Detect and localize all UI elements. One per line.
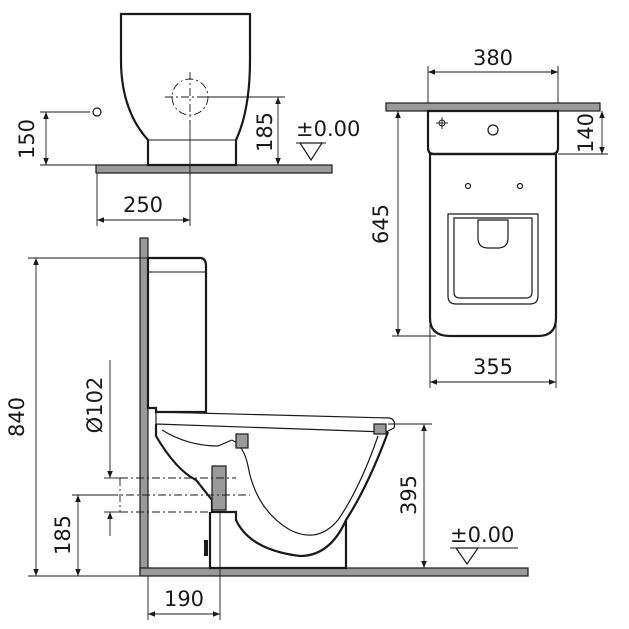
top-view: 380 140 645 355 [369,46,608,388]
rear-level-triangle [298,142,324,162]
side-bowl-outer [154,424,390,558]
top-wall-slab [385,102,601,112]
rear-bowl-outline [119,12,252,167]
side-view: 840 Ø102 185 395 ±0.00 190 [5,237,529,620]
top-seat-inner [453,217,533,299]
top-hinge-right [516,182,524,190]
top-cistern-outline [426,109,560,156]
rear-view: 150 185 ±0.00 250 [15,12,360,226]
side-840-label: 840 [5,397,29,437]
rear-250-label: 250 [123,193,163,217]
side-front-rim-section [373,423,387,435]
side-rim-section [235,433,249,449]
top-flush-button [487,124,499,136]
side-bowl-inner [231,435,379,536]
side-bowl-base [208,512,348,570]
top-140-label: 140 [574,113,598,153]
side-fixing-bolt [204,540,208,556]
top-645-label: 645 [369,204,393,244]
side-level-label: ±0.00 [450,523,514,547]
top-355-label: 355 [473,355,513,379]
top-bowl-opening [477,219,509,249]
rear-floor-slab [95,164,333,174]
side-102-label: Ø102 [83,377,107,434]
side-level-triangle [454,547,480,566]
rear-185-label: 185 [253,112,277,152]
rear-150-label: 150 [15,119,39,159]
side-cistern-outline [146,256,208,414]
top-380-label: 380 [473,46,513,70]
rear-fixing-point [92,107,102,117]
side-floor-slab [139,567,529,577]
side-395-label: 395 [397,475,421,515]
top-seat-outline [447,213,539,305]
rear-level-label: ±0.00 [296,117,360,141]
side-trap-channel [161,429,233,447]
top-bowl-outline [428,152,558,338]
side-trap-section [211,465,227,511]
side-185-label: 185 [51,515,75,555]
side-190-label: 190 [164,587,204,611]
side-seat-outline [155,411,396,433]
side-wall-slab [139,237,149,575]
top-hinge-left [464,182,472,190]
